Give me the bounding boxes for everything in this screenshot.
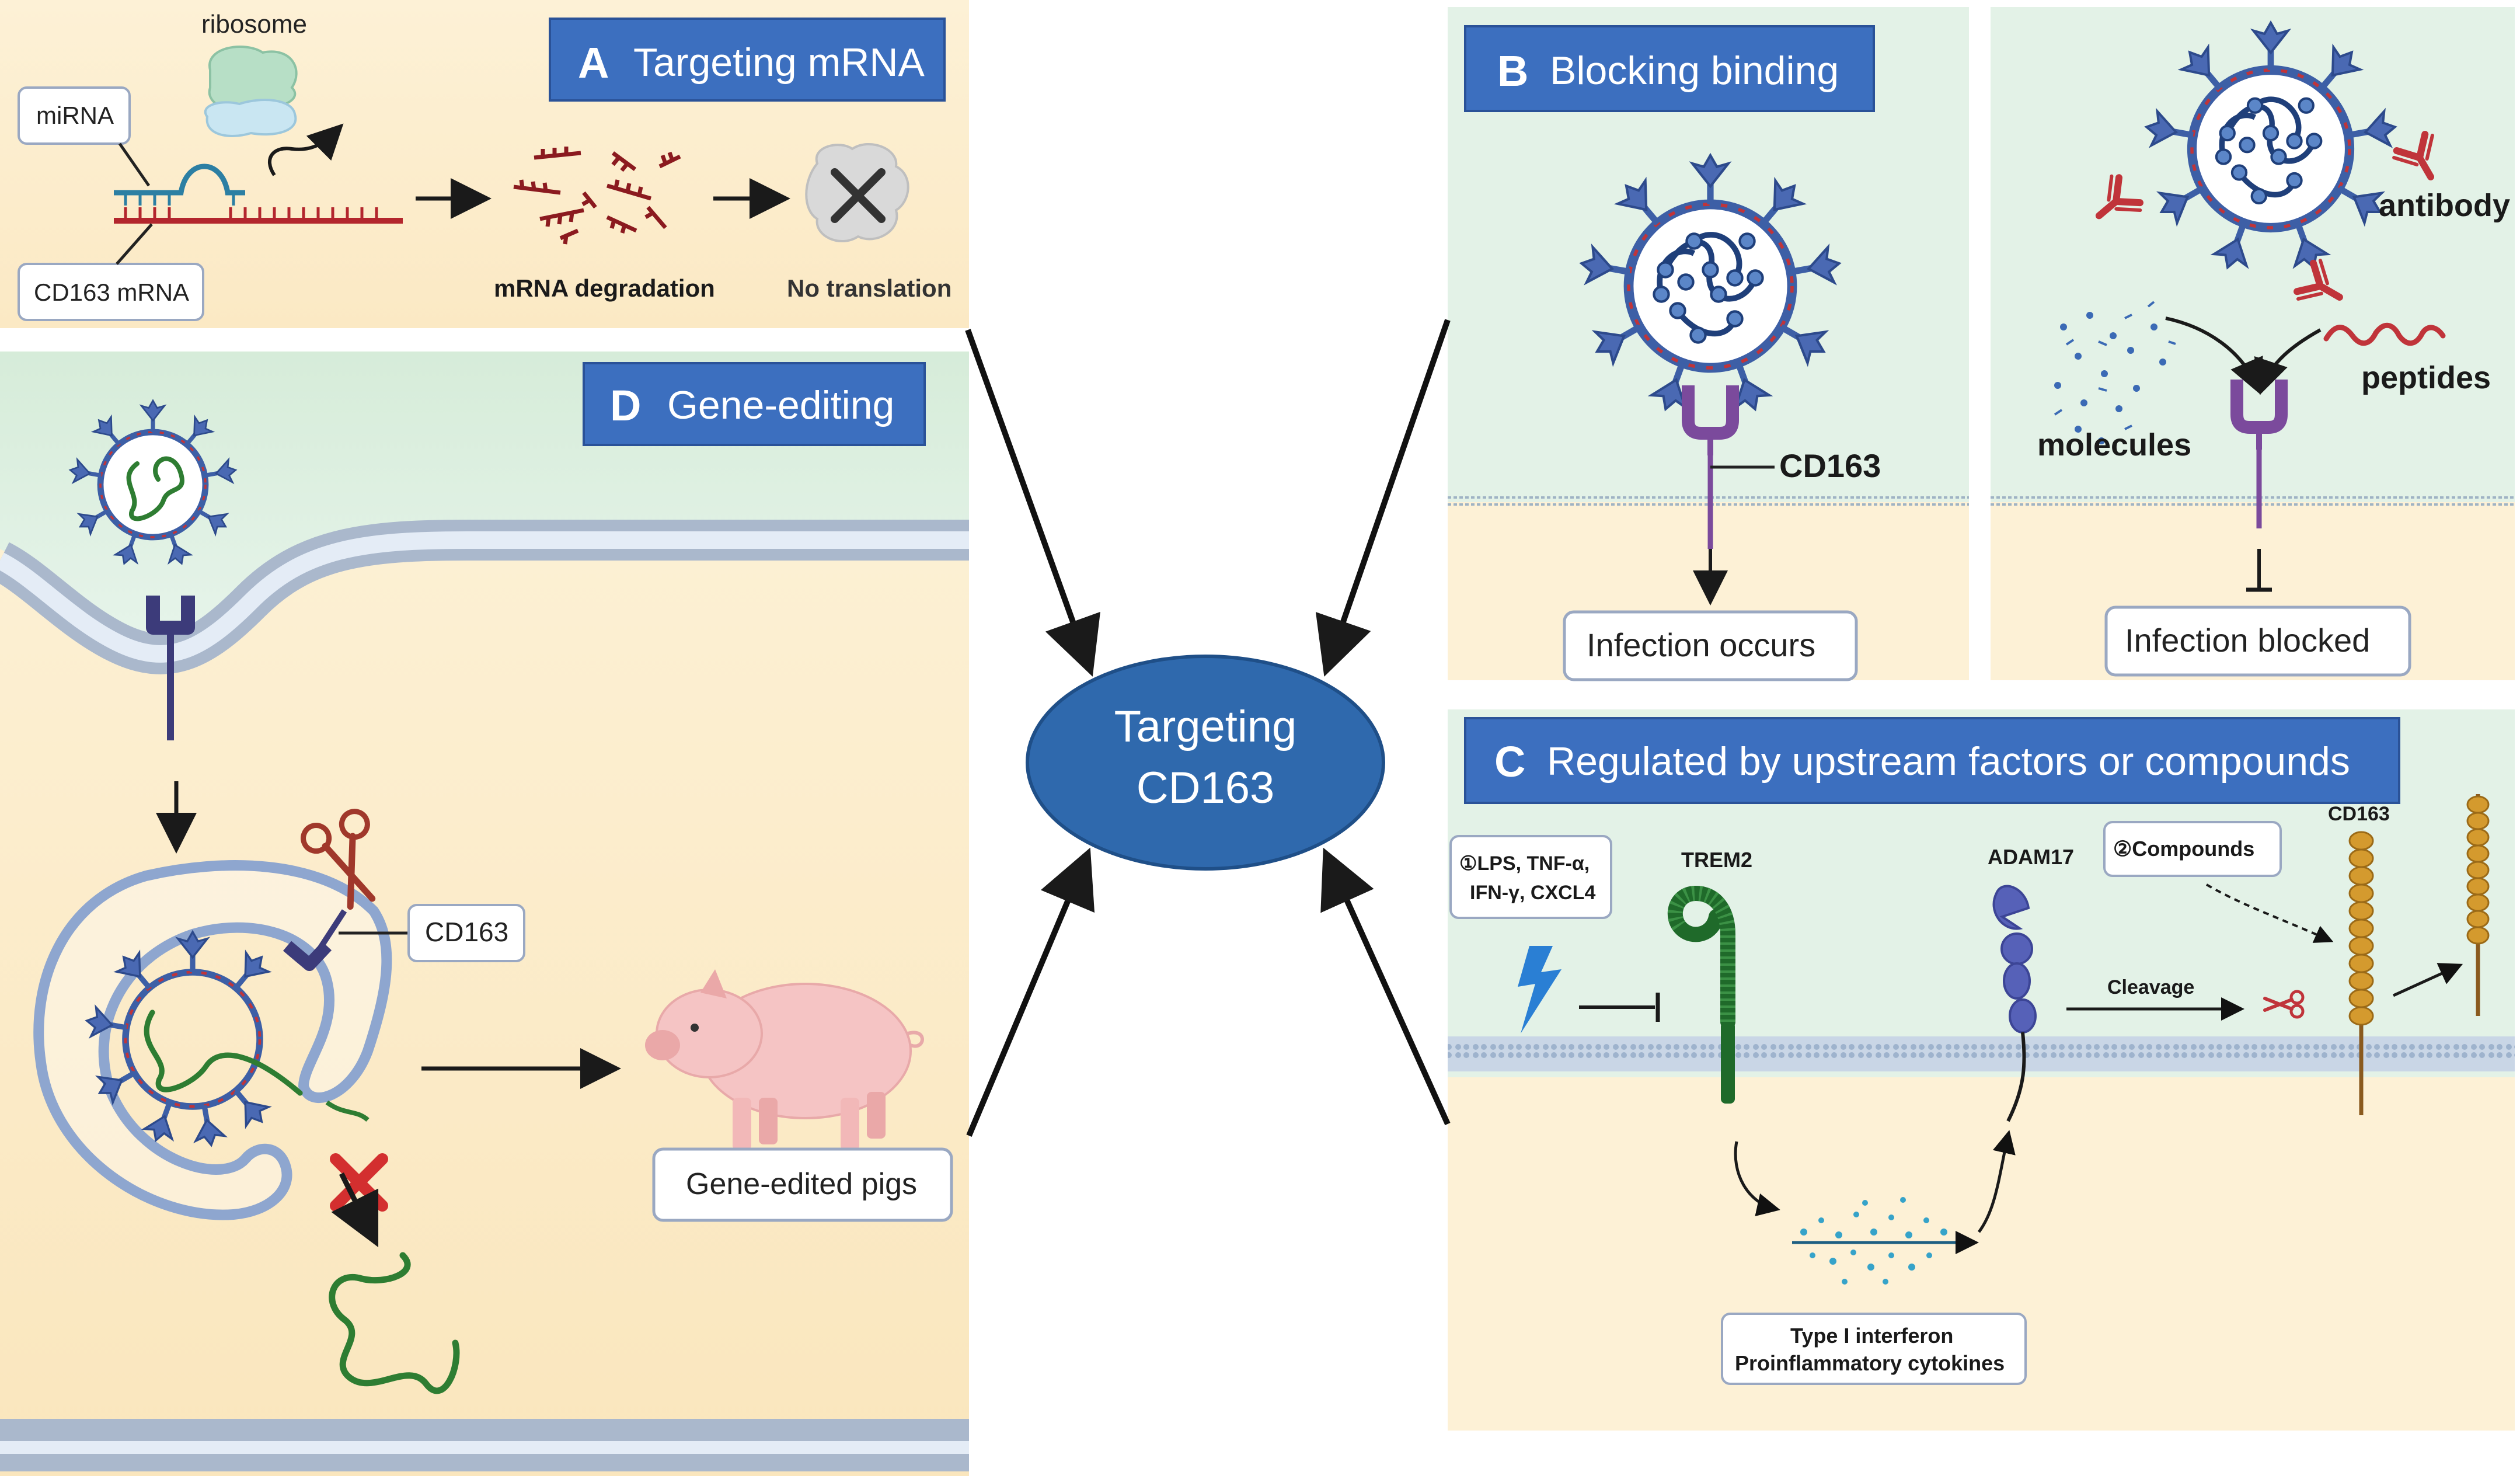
arrow-from-panel-a — [965, 329, 1100, 677]
panel-a-letter: A — [578, 39, 609, 87]
panel-d-title-box — [583, 362, 926, 446]
bottom-membrane-inner — [0, 1441, 969, 1454]
ribosome-label: ribosome — [201, 10, 307, 39]
center-hub: Targeting CD163 — [965, 319, 1451, 1137]
arrow-from-panel-c — [1320, 847, 1451, 1126]
trem2-label: TREM2 — [1681, 848, 1752, 872]
panel-b-title: Blocking binding — [1550, 48, 1839, 93]
infection-blocked-label: Infection blocked — [2125, 622, 2370, 659]
panel-b-title-box — [1464, 25, 1875, 112]
infection-occurs-box — [1563, 610, 1858, 681]
escaping-rna — [325, 1100, 370, 1122]
gene-edited-pigs-label: Gene-edited pigs — [686, 1167, 917, 1201]
endosome — [33, 860, 392, 1220]
mirna-pointer — [118, 142, 151, 187]
center-line2: CD163 — [1137, 763, 1275, 813]
peptides-icon — [2323, 323, 2446, 346]
panel-b-right: antibody molecules peptides Infection bl — [1991, 7, 2515, 680]
shedding-arrow — [2392, 963, 2463, 997]
cytokines-line2: Proinflammatory cytokines — [1735, 1351, 2005, 1375]
center-line1: Targeting — [1114, 702, 1297, 751]
mrna-degradation-label: mRNA degradation — [494, 274, 715, 302]
cd163-label-box — [407, 904, 525, 962]
panel-a: A Targeting mRNA ribosome miRNA — [0, 0, 969, 328]
arrow-from-panel-b — [1315, 319, 1451, 677]
upstream-factors-line2: IFN-γ, CXCL4 — [1470, 882, 1595, 904]
adam17-label: ADAM17 — [1988, 845, 2074, 869]
release-arrow — [331, 1172, 379, 1248]
compounds-arrow — [2205, 883, 2334, 943]
arrow-from-panel-d — [966, 847, 1095, 1137]
panel-b-letter: B — [1497, 47, 1528, 95]
mrna-fragments-icon — [513, 147, 681, 245]
ribosome-arrow — [267, 123, 344, 176]
upstream-factors-box — [1449, 835, 1612, 919]
ribosome-icon — [204, 46, 298, 137]
cd163-mrna-label-box — [18, 263, 204, 321]
cell-membrane-inner — [0, 531, 969, 663]
panel-c-membrane — [1448, 1036, 2515, 1071]
panel-d-letter: D — [610, 381, 641, 430]
panel-d: D Gene-editing — [0, 352, 969, 1476]
molecules-label: molecules — [2037, 427, 2191, 462]
molecules-arrow — [2165, 316, 2263, 395]
infection-blocked-box — [2104, 605, 2411, 677]
trem2-stem — [1721, 1022, 1735, 1104]
mrna-pointer — [116, 223, 153, 265]
gene-edited-pigs-box — [652, 1147, 953, 1222]
no-translation-icon — [805, 142, 909, 243]
panel-c-letter: C — [1494, 737, 1525, 786]
adam17-icon — [1992, 885, 2037, 1122]
panel-a-title-box — [549, 18, 946, 102]
cytokines-icon — [1800, 1197, 1947, 1285]
peptides-arrow — [2254, 328, 2322, 395]
infection-occurs-label: Infection occurs — [1587, 627, 1815, 663]
lightning-icon — [1518, 946, 1562, 1033]
mirna-label-box — [18, 86, 131, 145]
panel-c-title-box — [1464, 717, 2400, 804]
pig-icon — [645, 969, 924, 1150]
endosome-receptor-stem — [306, 909, 347, 966]
cytokines-to-adam17-arrow — [1977, 1130, 2016, 1233]
panel-c-title: Regulated by upstream factors or compoun… — [1547, 739, 2350, 784]
cd163-label: CD163 — [1779, 447, 1881, 484]
mirna-mrna-duplex — [114, 163, 403, 224]
endosome-virus-icon — [84, 932, 303, 1148]
cd163-label: CD163 — [425, 917, 508, 947]
cd163-receptor-icon — [146, 596, 195, 740]
cytokines-line1: Type I interferon — [1790, 1324, 1953, 1348]
antibody-label: antibody — [2379, 188, 2510, 223]
cd163-domains-icon — [2348, 831, 2374, 1026]
scissors-icon — [2263, 990, 2305, 1019]
soluble-cd163-icon — [2466, 795, 2490, 945]
peptides-label: peptides — [2361, 360, 2491, 395]
scissors-icon — [301, 809, 376, 910]
cd163-label: CD163 — [2328, 803, 2390, 825]
center-ellipse — [1026, 655, 1385, 871]
bottom-membrane — [0, 1419, 969, 1441]
cd163-mrna-label: CD163 mRNA — [34, 279, 189, 306]
panel-d-title: Gene-editing — [667, 383, 894, 427]
free-rna-icon — [329, 1252, 460, 1394]
compounds-box — [2103, 821, 2282, 877]
cytokines-box — [1721, 1313, 2027, 1385]
compounds-label: ②Compounds — [2113, 837, 2254, 861]
bottom-membrane-outer — [0, 1454, 969, 1471]
panel-a-title: Targeting mRNA — [633, 40, 925, 85]
upstream-factors-line1: ①LPS, TNF-α, — [1459, 852, 1590, 875]
no-translation-label: No translation — [787, 274, 951, 302]
molecules-icon — [2054, 312, 2166, 444]
panel-c: C Regulated by upstream factors or compo… — [1448, 709, 2515, 1431]
panel-b-left: B Blocking binding CD163 Infection occur… — [1448, 7, 1969, 681]
mirna-label: miRNA — [36, 102, 114, 129]
cleavage-label: Cleavage — [2107, 976, 2194, 998]
trem2-to-cytokines-arrow — [1734, 1141, 1780, 1216]
